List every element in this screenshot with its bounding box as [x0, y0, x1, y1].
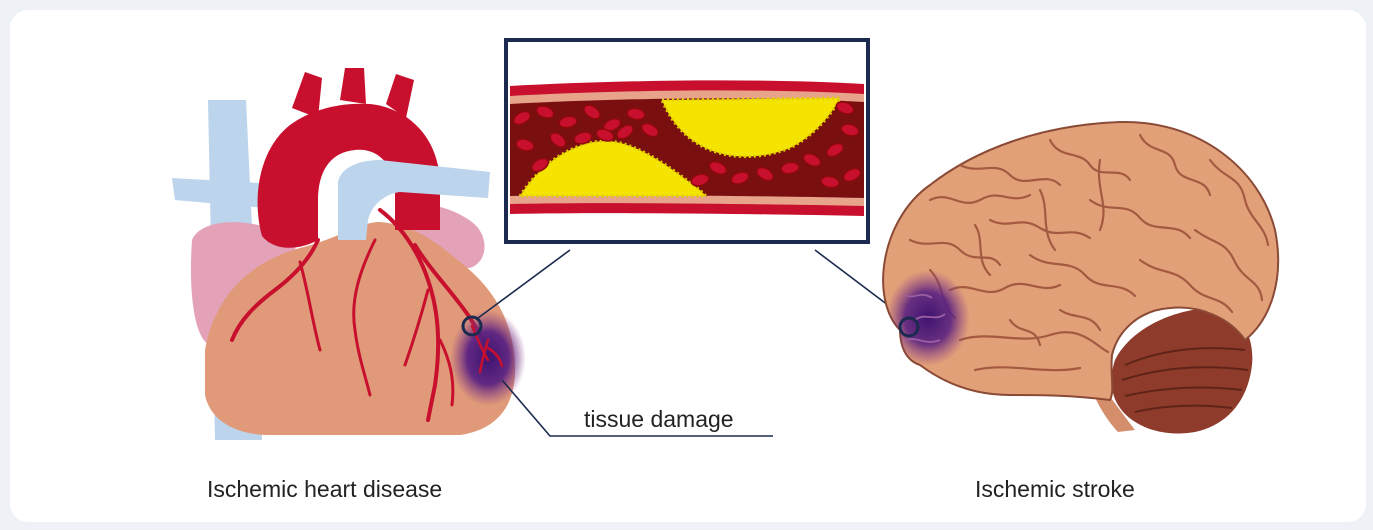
brain-tissue-damage [886, 270, 970, 366]
cerebellum [1112, 308, 1253, 433]
brain-illustration [883, 122, 1278, 434]
artery-cross-section [506, 40, 868, 242]
brain-caption: Ischemic stroke [975, 476, 1135, 503]
heart-caption: Ischemic heart disease [207, 476, 442, 503]
heart-illustration [172, 68, 526, 440]
tissue-damage-label: tissue damage [584, 406, 734, 433]
